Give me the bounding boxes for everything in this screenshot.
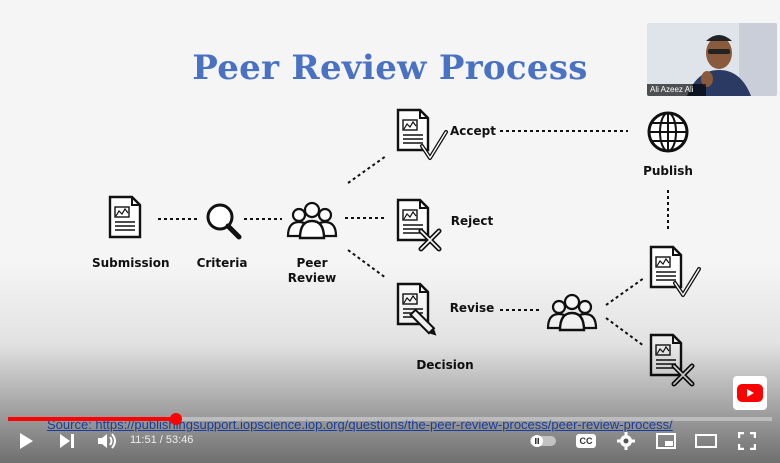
play-icon xyxy=(20,433,33,449)
label-accept: Accept xyxy=(450,124,496,138)
captions-label: CC xyxy=(579,436,593,446)
label-reject: Reject xyxy=(450,214,494,228)
progress-played xyxy=(8,417,177,421)
volume-icon xyxy=(98,433,116,449)
miniplayer-button[interactable] xyxy=(654,430,678,452)
criteria-magnifier-icon xyxy=(206,203,242,240)
reject-document-icon xyxy=(396,198,439,249)
re-review-people-icon xyxy=(546,293,598,332)
autoplay-toggle-icon xyxy=(530,435,556,447)
captions-icon: CC xyxy=(576,434,596,448)
miniplayer-icon xyxy=(656,433,676,449)
webcam-overlay: Ali Azeez Ali xyxy=(647,23,777,96)
label-criteria: Criteria xyxy=(196,256,248,270)
scrubber-handle[interactable] xyxy=(170,413,183,425)
next-button[interactable] xyxy=(56,430,78,452)
label-peer-review-line2: Review xyxy=(287,271,337,285)
presenter-name: Ali Azeez Ali xyxy=(647,84,706,96)
captions-button[interactable]: CC xyxy=(574,430,598,452)
youtube-logo-icon[interactable] xyxy=(733,376,767,410)
final-reject-document-icon xyxy=(649,333,692,384)
time-separator: / xyxy=(156,434,166,446)
fullscreen-icon xyxy=(738,432,756,450)
play-button[interactable] xyxy=(14,430,38,452)
slide-title: Peer Review Process xyxy=(192,48,588,88)
publish-globe-icon xyxy=(647,111,689,153)
source-link[interactable]: Source: https://publishingsupport.iopsci… xyxy=(47,417,673,432)
accept-document-icon xyxy=(396,108,448,160)
fullscreen-button[interactable] xyxy=(735,430,759,452)
label-publish: Publish xyxy=(643,164,693,178)
label-submission: Submission xyxy=(92,256,170,270)
theater-icon xyxy=(695,434,717,448)
revise-document-icon xyxy=(396,282,437,336)
current-time: 11:51 xyxy=(130,434,157,446)
volume-button[interactable] xyxy=(95,430,119,452)
next-icon xyxy=(60,434,74,448)
label-decision: Decision xyxy=(416,358,474,372)
progress-bar[interactable] xyxy=(8,417,772,421)
time-display: 11:51 / 53:46 xyxy=(130,434,193,446)
label-revise: Revise xyxy=(449,301,495,315)
settings-button[interactable] xyxy=(614,430,638,452)
duration: 53:46 xyxy=(165,434,194,446)
theater-button[interactable] xyxy=(694,430,718,452)
final-accept-document-icon xyxy=(649,245,701,297)
peer-review-people-icon xyxy=(286,201,338,240)
label-peer-review-line1: Peer xyxy=(296,256,328,270)
autoplay-toggle[interactable] xyxy=(529,430,557,452)
presenter-avatar xyxy=(647,23,777,96)
settings-icon xyxy=(617,432,635,450)
submission-document-icon xyxy=(108,195,142,239)
